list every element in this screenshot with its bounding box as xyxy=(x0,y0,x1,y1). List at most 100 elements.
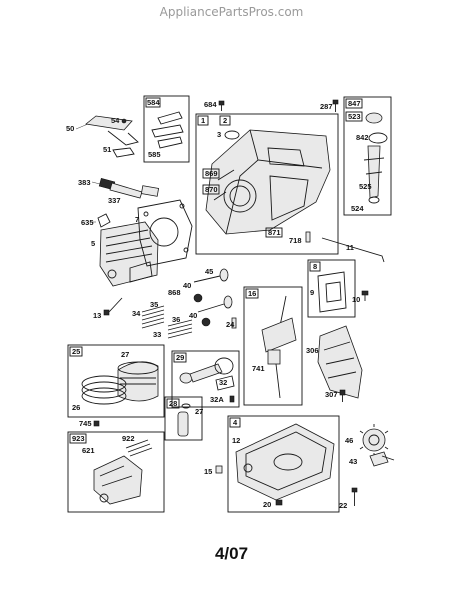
part-label-337: 337 xyxy=(108,196,121,205)
part-label-745: 745 xyxy=(79,419,92,428)
part-label-584: 584 xyxy=(147,98,160,107)
part-label-15: 15 xyxy=(204,467,212,476)
part-label-13: 13 xyxy=(93,311,101,320)
cylinder-head-part xyxy=(99,221,159,287)
bolt-684-part xyxy=(218,100,225,111)
part-label-46: 46 xyxy=(345,436,353,445)
part-box-8 xyxy=(307,259,356,318)
part-label-10: 10 xyxy=(352,295,360,304)
part-label-43: 43 xyxy=(349,457,357,466)
spark-plug-part xyxy=(91,177,160,199)
wrist-pin-part xyxy=(177,403,191,437)
part-label-842: 842 xyxy=(356,133,369,142)
part-label-7: 7 xyxy=(135,215,139,224)
part-label-29: 29 xyxy=(176,353,184,362)
part-box-584 xyxy=(143,95,190,163)
callout-box-847 xyxy=(345,98,363,109)
air-guide-part xyxy=(317,325,363,399)
part-label-20: 20 xyxy=(263,500,271,509)
part-label-32: 32 xyxy=(219,378,227,387)
part-label-923: 923 xyxy=(72,434,85,443)
part-label-22: 22 xyxy=(339,501,347,510)
exhaust-valve-part xyxy=(197,295,233,313)
part-label-306: 306 xyxy=(306,346,319,355)
part-label-847: 847 xyxy=(348,99,361,108)
brake-bracket-part xyxy=(93,439,153,505)
part-label-26: 26 xyxy=(72,403,80,412)
rod-bolt-part xyxy=(229,395,235,403)
part-label-383: 383 xyxy=(78,178,91,187)
drain-plug-part xyxy=(275,499,283,506)
part-label-741: 741 xyxy=(252,364,265,373)
part-label-922: 922 xyxy=(122,434,135,443)
piston-rings-part xyxy=(81,375,127,405)
part-label-621: 621 xyxy=(82,446,95,455)
part-label-51: 51 xyxy=(103,145,111,154)
part-label-524: 524 xyxy=(351,204,364,213)
callout-box-523 xyxy=(345,111,363,122)
part-label-45: 45 xyxy=(205,267,213,276)
callout-box-869 xyxy=(202,168,220,179)
sump-part xyxy=(235,423,335,501)
plug-clip-part xyxy=(90,213,111,228)
part-box-847 xyxy=(343,96,392,216)
valve-spring-upper-part xyxy=(141,305,165,329)
part-box-1 xyxy=(195,113,339,255)
part-label-869: 869 xyxy=(205,169,218,178)
part-label-36: 36 xyxy=(172,315,180,324)
part-label-868: 868 xyxy=(168,288,181,297)
part-box-4 xyxy=(227,415,340,513)
part-label-684: 684 xyxy=(204,100,217,109)
part-label-40a: 40 xyxy=(183,281,191,290)
oil-fill-plug-part xyxy=(215,465,223,474)
part-label-870: 870 xyxy=(205,185,218,194)
seal-ring-part xyxy=(224,130,240,140)
part-label-16: 16 xyxy=(248,289,256,298)
callout-box-923 xyxy=(69,433,87,444)
callout-box-8 xyxy=(309,261,321,272)
governor-assembly-part xyxy=(363,112,388,204)
part-label-28: 28 xyxy=(169,399,177,408)
breather-cover-part xyxy=(317,271,347,313)
part-box-25 xyxy=(67,344,165,418)
part-label-525: 525 xyxy=(359,182,372,191)
intake-valve-part xyxy=(193,268,229,283)
part-label-1: 1 xyxy=(201,116,205,125)
dowel-24-part xyxy=(231,317,237,329)
page-footer: 4/07 xyxy=(214,544,249,563)
crankcase-block-part xyxy=(205,129,331,235)
governor-rod-part xyxy=(321,237,385,263)
part-label-2: 2 xyxy=(223,116,227,125)
valve-keeper-parts xyxy=(193,293,211,327)
governor-gear-part xyxy=(369,451,395,467)
dowel-pin-part xyxy=(305,231,311,243)
part-label-50: 50 xyxy=(66,124,74,133)
part-label-3: 3 xyxy=(217,130,221,139)
part-label-35: 35 xyxy=(150,300,158,309)
sump-bolt-part xyxy=(351,487,358,506)
part-label-8: 8 xyxy=(313,262,317,271)
part-box-29 xyxy=(171,350,240,408)
part-box-16 xyxy=(243,286,303,406)
callout-box-584 xyxy=(145,97,161,108)
screw-307-part xyxy=(339,389,346,402)
head-bolt-part xyxy=(103,297,123,316)
head-gasket-part xyxy=(137,199,193,267)
part-label-718: 718 xyxy=(289,236,302,245)
screw-745-part xyxy=(93,420,100,427)
piston-part xyxy=(117,361,159,402)
part-label-871: 871 xyxy=(268,228,281,237)
cam-gear-part xyxy=(359,424,389,456)
part-label-4: 4 xyxy=(233,418,238,427)
part-label-27a: 27 xyxy=(121,350,129,359)
callout-box-16 xyxy=(245,288,259,299)
part-label-32a: 32A xyxy=(210,395,224,404)
part-label-12: 12 xyxy=(232,436,240,445)
callout-box-28 xyxy=(166,398,180,409)
part-label-54: 54 xyxy=(111,116,120,125)
part-label-523: 523 xyxy=(348,112,361,121)
part-label-40b: 40 xyxy=(189,311,197,320)
bolt-287-part xyxy=(332,99,339,112)
callout-box-870 xyxy=(202,184,220,195)
